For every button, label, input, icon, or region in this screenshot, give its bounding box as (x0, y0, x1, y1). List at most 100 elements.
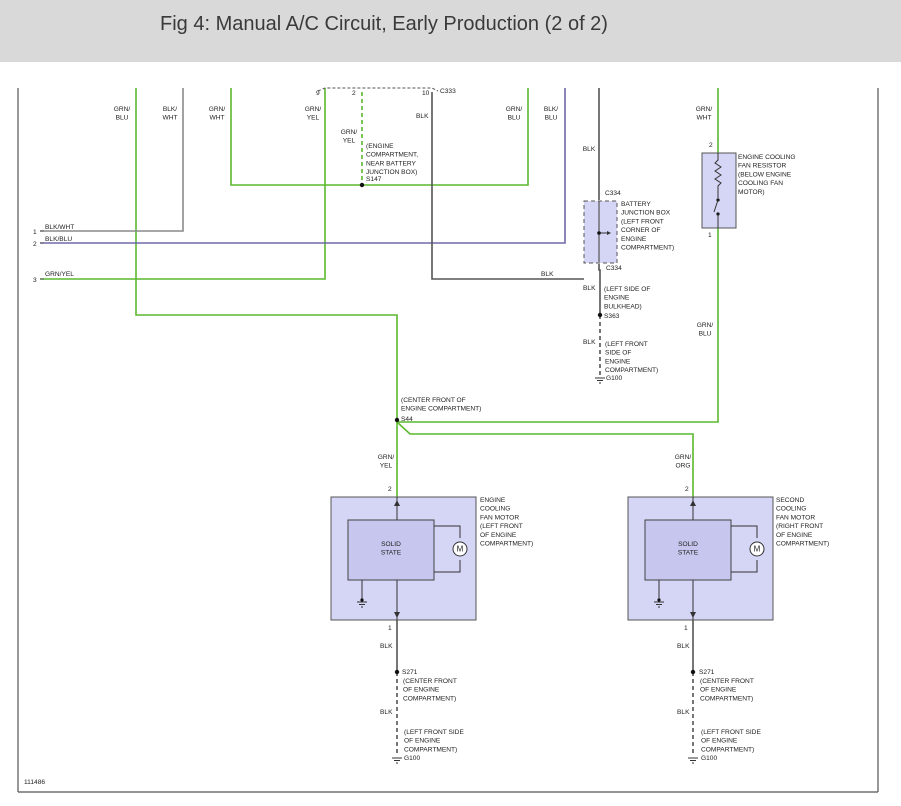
wire-label-c333-10: BLK (416, 113, 429, 120)
c333-label: C333 (440, 88, 456, 95)
s363-wire-above: BLK (583, 285, 596, 292)
wire-label-blk-left: BLK (541, 271, 554, 278)
arrow-down-icon (690, 612, 696, 618)
motor-2-ground-node (657, 598, 661, 602)
motor-1-solid-state (347, 519, 435, 581)
motor-2-splice-name: S271 (699, 669, 715, 676)
wire-resistor-bottom (397, 228, 719, 423)
wire-grn-yel (40, 88, 326, 280)
g100-top-name: G100 (606, 375, 622, 382)
motor-1-wire-out: BLK (380, 643, 393, 650)
splice-s44 (394, 417, 400, 423)
motor-2-pin-bottom: 1 (684, 625, 688, 632)
ground-icon (595, 377, 605, 384)
c334-top-label: C334 (605, 190, 621, 197)
resistor-switch (713, 199, 719, 213)
s44-name: S44 (401, 416, 413, 423)
splice-s363 (597, 312, 603, 318)
fan-resistor-box (701, 152, 737, 229)
motor-1-ground-node (360, 598, 364, 602)
wire-label-grn-blu-2: GRN/BLU (506, 106, 523, 122)
splice-s147 (359, 182, 365, 188)
motor-2-wire-ground: BLK (677, 709, 690, 716)
resistor-icon (714, 153, 722, 198)
motor-2-pin-top: 2 (685, 486, 689, 493)
motor-icon (749, 541, 765, 557)
motor-2-ground-name: G100 (701, 755, 717, 762)
splice-s271-right (690, 669, 696, 675)
terminal-2-wire: BLK/BLU (45, 236, 72, 243)
wire-label-grn-yel: GRN/YEL (305, 106, 322, 122)
wire-grn-blu-left (135, 88, 398, 420)
wire-label-grn-wht-2: GRN/WHT (696, 106, 713, 122)
motor-icon (452, 541, 468, 557)
header-bar: Fig 4: Manual A/C Circuit, Early Product… (0, 0, 901, 62)
arrow-down-icon (394, 612, 400, 618)
s363-name: S363 (604, 313, 620, 320)
c333-pin-9: 9 (316, 90, 320, 97)
arrow-up-icon (394, 500, 400, 506)
motor-1-wire-in: GRN/YEL (378, 454, 395, 470)
c334-bottom-label: C334 (606, 265, 622, 272)
motor-1-pin-top: 2 (388, 486, 392, 493)
wire-junction-to-s363 (598, 264, 601, 315)
fan-resistor-pin-bottom: 1 (708, 232, 712, 239)
motor-1-pin-bottom: 1 (388, 625, 392, 632)
terminal-3-wire: GRN/YEL (45, 271, 74, 278)
wire-label-grn-blu-resistor: GRN/BLU (697, 322, 714, 338)
motor-2-symbol: M (754, 545, 761, 554)
wire-label-blk-wht: BLK/WHT (162, 106, 177, 122)
wire-label-blk-blu: BLK/BLU (544, 106, 558, 122)
wire-blk-blu (40, 88, 566, 244)
wire-blk-wht (40, 88, 184, 232)
motor-2-motor-leads (731, 525, 758, 573)
ground-icon (357, 601, 367, 608)
page-title: Fig 4: Manual A/C Circuit, Early Product… (160, 13, 608, 35)
s363-wire-below: BLK (583, 339, 596, 346)
terminal-3-pin: 3 (33, 277, 37, 284)
wire-label-c333-2: GRN/YEL (341, 129, 358, 145)
motor-1-symbol: M (457, 545, 464, 554)
motor-1-ground-name: G100 (404, 755, 420, 762)
connector-c333 (317, 87, 439, 92)
motor-1-wire-ground: BLK (380, 709, 393, 716)
ground-icon (688, 757, 698, 764)
s147-name: S147 (366, 176, 382, 183)
arrow-up-icon (690, 500, 696, 506)
wire-s44-motor2 (396, 421, 694, 497)
motor-2-wire-in: GRN/ORG (675, 454, 692, 470)
motor-1-splice-name: S271 (402, 669, 418, 676)
motor-2-solid-state (644, 519, 732, 581)
figure-number: 111486 (24, 779, 45, 786)
motor-1-motor-leads (434, 525, 461, 573)
junction-box-node (597, 231, 601, 235)
ground-icon (654, 601, 664, 608)
wire-grn-wht-loop (230, 88, 529, 186)
wire-c333-pin10-blk (431, 92, 584, 280)
terminal-1-pin: 1 (33, 229, 37, 236)
fan-resistor-pin-top: 2 (709, 142, 713, 149)
c333-pin-10: 10 (422, 90, 430, 97)
splice-s271-left (394, 669, 400, 675)
wire-label-blk: BLK (583, 146, 596, 153)
ground-icon (392, 757, 402, 764)
terminal-1-wire: BLK/WHT (45, 224, 74, 231)
c333-pin-2: 2 (352, 90, 356, 97)
wire-label-grn-wht: GRN/WHT (209, 106, 226, 122)
terminal-2-pin: 2 (33, 241, 37, 248)
